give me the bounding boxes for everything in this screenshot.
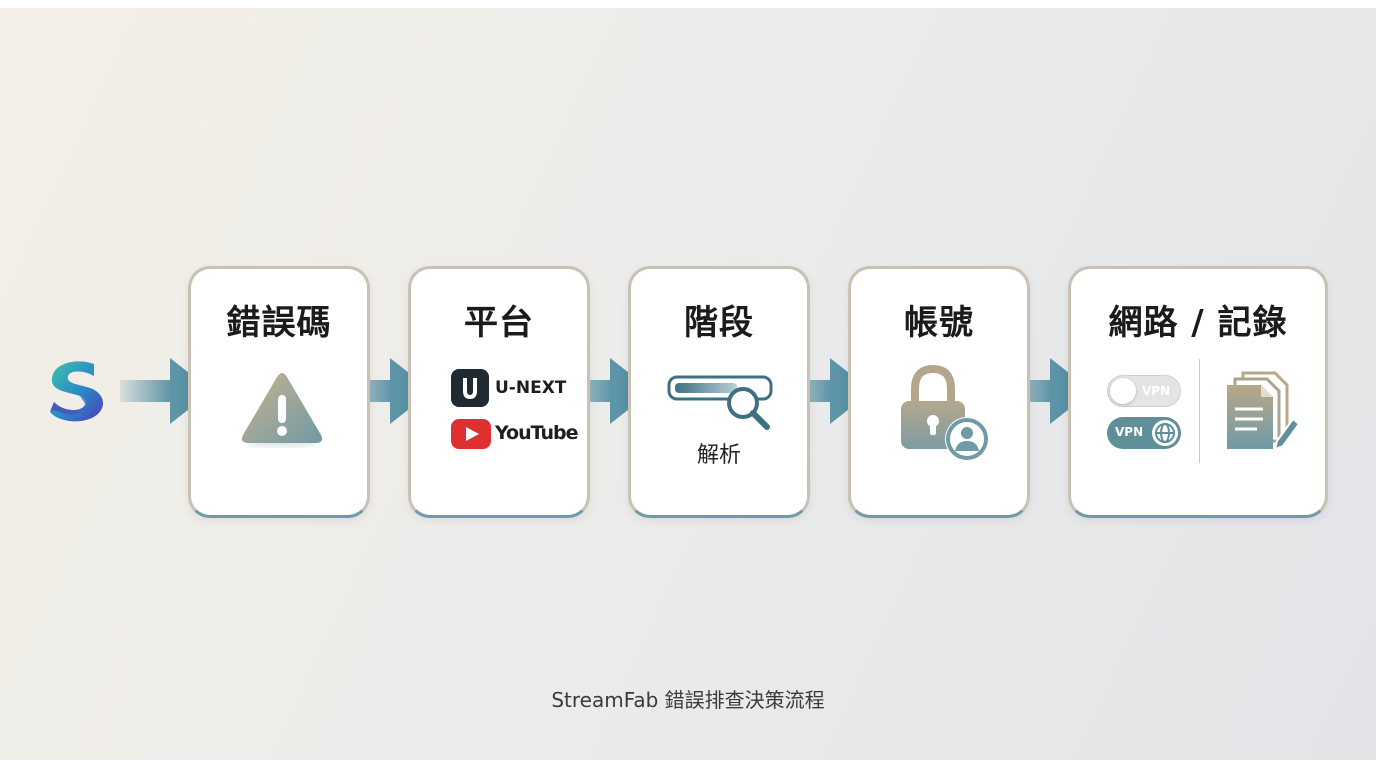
streamfab-logo-icon xyxy=(50,361,104,422)
step-title: 平台 xyxy=(464,303,534,343)
step-card-network-logs: 網路 / 記錄 VPN VPN xyxy=(1068,266,1328,518)
vpn-toggle-on: VPN xyxy=(1107,417,1181,449)
log-document-icon xyxy=(1227,371,1301,451)
lock-user-icon xyxy=(901,364,989,461)
toggle-knob xyxy=(1110,378,1136,404)
diagram-canvas: 錯誤碼 平台 U-NEXT xyxy=(0,8,1376,760)
vpn-label: VPN xyxy=(1142,384,1171,398)
step-card-stage: 階段 解析 xyxy=(628,266,810,518)
globe-icon xyxy=(1152,420,1178,446)
platform-name: YouTube xyxy=(495,422,578,444)
platform-name: U-NEXT xyxy=(495,378,567,398)
search-progress-icon xyxy=(667,375,773,430)
youtube-logo-icon xyxy=(451,419,491,449)
vpn-label: VPN xyxy=(1115,425,1144,439)
step-card-account: 帳號 xyxy=(848,266,1030,518)
step-title: 階段 xyxy=(684,303,754,343)
step-card-error-code: 錯誤碼 xyxy=(188,266,370,518)
step-title: 帳號 xyxy=(904,303,974,343)
diagram-caption: StreamFab 錯誤排查決策流程 xyxy=(551,688,825,712)
step-title: 網路 / 記錄 xyxy=(1108,303,1288,343)
step-card-platform: 平台 U-NEXT YouTube xyxy=(408,266,590,518)
step-title: 錯誤碼 xyxy=(226,303,332,343)
stage-label: 解析 xyxy=(696,443,741,468)
warning-icon xyxy=(241,373,323,447)
vpn-toggle-off: VPN xyxy=(1107,375,1181,407)
platform-youtube: YouTube xyxy=(451,417,581,451)
unext-logo-icon xyxy=(451,369,489,407)
divider xyxy=(1199,359,1200,463)
platform-unext: U-NEXT xyxy=(451,369,581,407)
